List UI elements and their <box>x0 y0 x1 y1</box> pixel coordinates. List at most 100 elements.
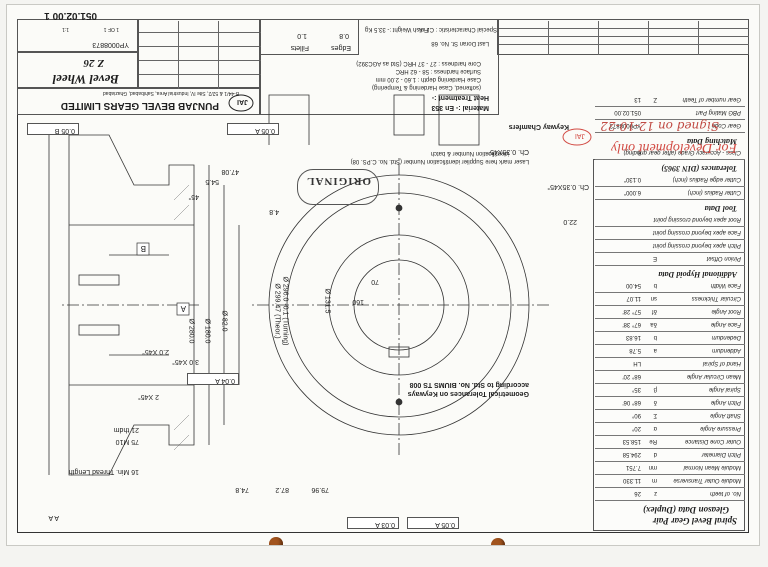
tol-c: 0.05 A <box>435 521 455 528</box>
dim-22: 22.0 <box>563 218 577 225</box>
datum-a: A <box>180 304 186 313</box>
spec-row-label: Face Width <box>710 282 741 288</box>
spec-row-label: Mean Circular Angle <box>686 373 741 379</box>
spec-row-value: 13 <box>634 96 641 102</box>
gear-drawing: A B <box>48 94 549 476</box>
spec-row-label: Cutter edge Radius (inch) <box>672 176 741 182</box>
spec-row-label: Pinion Offset <box>706 255 741 261</box>
spec-row-value: 26 <box>634 490 641 496</box>
datum-b: B <box>141 244 146 253</box>
geom-tol-note-2: according to Std. No. BIUMS TS 008 <box>409 381 529 388</box>
spec-row: Pinion Offset E <box>595 252 745 266</box>
spec-row: Pitch apex beyond crossing point <box>595 239 745 253</box>
spec-row-symbol: Σ <box>653 412 657 418</box>
dim-82: Ø 82.0 <box>220 310 228 332</box>
spec-title: Spiral Bevel Gear Pair <box>652 516 737 526</box>
dim-turn: Ø 296.0 -0.1 (Turning) <box>281 276 289 346</box>
spec-row-label: Addendum <box>711 347 741 353</box>
keyway-chamfer-detail <box>268 94 310 145</box>
jai-stamp-logo: JAI <box>562 128 592 146</box>
spec-subtitle: Gleason Data (Duplex) <box>643 505 729 515</box>
spec-row-symbol: d <box>653 451 657 457</box>
spec-row-label: Dedendum <box>711 334 741 340</box>
edge-value: 0.8 <box>339 32 349 39</box>
spec-row-label: Root apex beyond crossing point <box>653 216 741 222</box>
spec-row-symbol: δ <box>653 399 657 405</box>
dim-75: 75 M10 <box>115 438 139 445</box>
spec-row: No. of teeth z 26 <box>595 487 745 501</box>
original-stamp: ORIGINAL <box>306 175 371 187</box>
spec-row-value: 16.83 <box>625 334 641 340</box>
spec-row-symbol: E <box>652 255 657 261</box>
spec-row-value: 11.07 <box>626 295 641 301</box>
spec-row-symbol: β <box>653 386 657 392</box>
chamfer-3x: 3.0 X45° <box>172 358 199 365</box>
chamfer-note-1: Ch. 0.35X45° <box>547 183 589 190</box>
spec-row-symbol: δf <box>651 308 657 314</box>
spec-row-value: 57° 28' <box>622 308 641 314</box>
spec-row-symbol: b <box>653 282 657 288</box>
spec-row-label: Pressure Angle <box>700 425 741 431</box>
revision-no: 051.02.00 1 <box>44 10 97 21</box>
spec-row-label: Pitch apex beyond crossing point <box>652 242 741 248</box>
spec-row-label: No. of teeth <box>709 490 741 496</box>
dim-180: Ø 180.0 <box>203 318 211 344</box>
rotated-drawing: PUNJAB BEVEL GEARS LIMITED B-44/1 & 52/2… <box>7 5 759 545</box>
thread-note: 16 Min. Thread Length <box>68 468 139 475</box>
keyway-detail-1 <box>438 94 480 146</box>
last-doran: Last Doran St. No. 68 <box>431 40 489 46</box>
spec-section-title: Tolerances (DIN 3965) <box>661 164 737 173</box>
spec-row-value: 11.330 <box>623 477 641 483</box>
dim-45: 45° <box>188 193 199 200</box>
spec-row-label: Gear number of Teeth <box>682 96 741 102</box>
spec-section-title: Tool Data <box>704 204 737 213</box>
spec-row-label: Circular Thickness <box>691 295 741 301</box>
spec-row-value: 6.000" <box>623 189 641 195</box>
spec-row: Root apex beyond crossing point <box>595 213 745 227</box>
chamfer-note-2: Ch. 0.35X45° <box>487 148 529 155</box>
spec-row-symbol: Re <box>649 438 657 444</box>
drawing-no: YP0008873 <box>92 41 129 48</box>
chamfer-1x: 2 X45° <box>137 393 159 400</box>
spec-row-value: 68° 20' <box>622 373 641 379</box>
spec-row-value: 0.130" <box>623 176 641 182</box>
signed-stamp: Signed on 12-10-22 <box>600 119 719 133</box>
spec-row-label: Face apex beyond crossing point <box>652 229 741 235</box>
spec-row: Face apex beyond crossing point <box>595 226 745 240</box>
special-char: Special Characteristic : C.F A <box>418 26 497 32</box>
spec-row: Dedendum b 16.83 <box>595 331 745 345</box>
bottom-left-mark: A A <box>48 514 59 521</box>
spec-row-label: PBG Mating Part <box>695 109 741 115</box>
revision-table <box>497 19 749 55</box>
spec-row-label: Root Angle <box>711 308 741 314</box>
tol-d: 0.03 A <box>375 521 395 528</box>
dim-74: 74.8 <box>235 486 249 493</box>
spec-row-value: 68° 06' <box>622 399 641 405</box>
geom-tol-note: Geometrical Tolerances on Keyways <box>407 390 529 397</box>
spec-row-symbol: b <box>653 334 657 340</box>
spec-section-title: Additional Hypoid Data <box>658 270 737 279</box>
dim-outer: Ø 299.47 (Theor.) <box>273 283 281 339</box>
dim-47: 47.08 <box>221 168 239 175</box>
punch-hole-1 <box>269 537 283 545</box>
spec-row-value: 294.58 <box>622 451 641 457</box>
chamfer-2x: 2.0 X45° <box>142 348 169 355</box>
thread-hole-2 <box>78 274 120 286</box>
fillet-value: 1.0 <box>297 32 307 39</box>
spec-row-symbol: z <box>654 490 657 496</box>
dim-87: 87.2 <box>275 486 289 493</box>
spec-row-value: 051.02.00 <box>614 109 641 115</box>
scale: 1:1 <box>62 26 69 32</box>
tol-e: 0.04 A <box>215 377 235 384</box>
drawing-sheet: PUNJAB BEVEL GEARS LIMITED B-44/1 & 52/2… <box>6 4 760 546</box>
